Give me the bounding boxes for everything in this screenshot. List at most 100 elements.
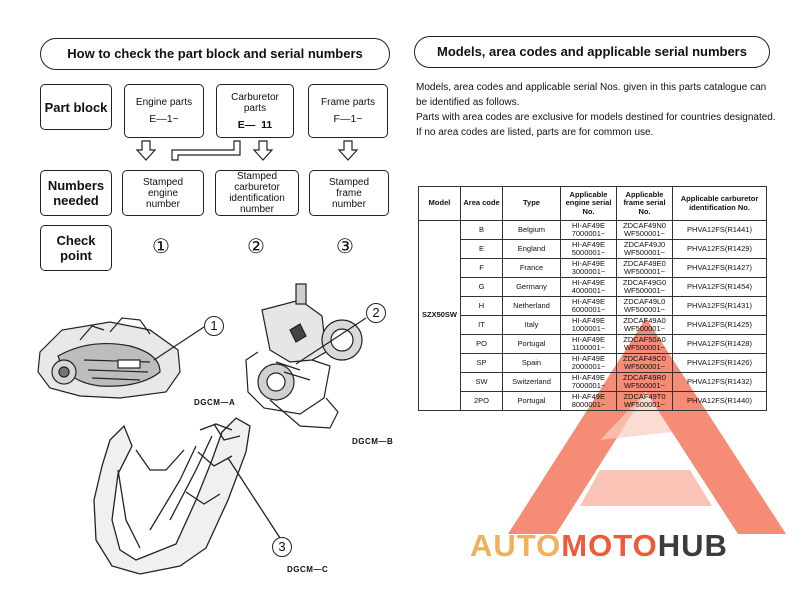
engine-serial-cell-line: HI-AF49E — [572, 277, 605, 287]
watermark-logo-icon — [508, 318, 786, 534]
engine-serial-cell-line: HI-AF49E — [572, 296, 605, 306]
engine-serial-cell-line: 6000001~ — [571, 305, 606, 314]
callout-2: 2 — [366, 303, 386, 323]
type-cell: Germany — [502, 277, 561, 297]
watermark-brand: AUTOMOTOHUB — [470, 528, 728, 564]
header-carburetor-id: Applicable carburetor identification No. — [672, 186, 767, 221]
left-section-title: How to check the part block and serial n… — [40, 38, 390, 70]
carburetor-id-cell: PHVA12FS(R1429) — [672, 239, 767, 259]
row-header-part-block-label: Part block — [44, 99, 108, 115]
engine-serial-cell-line: 7000001~ — [571, 381, 606, 390]
header-model: Model — [418, 186, 461, 221]
area-code-cell: E — [460, 239, 503, 259]
engine-serial-cell-line: HI-AF49E — [572, 391, 605, 401]
frame-serial-cell-line: WF500001~ — [623, 286, 666, 295]
engine-serial-cell-line: HI-AF49E — [572, 220, 605, 230]
frame-serial-cell-line: WF500001~ — [623, 381, 666, 390]
watermark-auto: AUTO — [470, 528, 562, 563]
engine-serial-cell-line: 1100001~ — [571, 343, 606, 352]
engine-serial-cell-line: 8000001~ — [571, 400, 606, 409]
carburetor-parts-code: E— 11 — [237, 118, 273, 131]
part-block-carburetor: Carburetor parts E— 11 — [216, 84, 294, 138]
engine-serial-cell-line: HI-AF49E — [572, 239, 605, 249]
area-code-cell: H — [460, 296, 503, 316]
frame-serial-cell-line: WF500001~ — [623, 400, 666, 409]
intro-text: Models, area codes and applicable serial… — [416, 80, 776, 140]
frame-drawing-icon — [93, 417, 251, 575]
carburetor-id-cell: PHVA12FS(R1428) — [672, 334, 767, 354]
area-code-cell: 2PO — [460, 391, 503, 411]
numbers-carburetor: Stamped carburetor identification number — [215, 170, 299, 216]
table-header-row: Model Area code Type Applicable engine s… — [418, 186, 767, 221]
carburetor-id-cell: PHVA12FS(R1432) — [672, 372, 767, 392]
carburetor-id-cell: PHVA12FS(R1427) — [672, 258, 767, 278]
carburetor-id-cell: PHVA12FS(R1426) — [672, 353, 767, 373]
callout-1: 1 — [204, 316, 224, 336]
caption-dgcm-a: DGCM—A — [194, 398, 236, 407]
engine-serial-cell-line: 1000001~ — [571, 324, 606, 333]
flow-arrow-engine-icon — [135, 140, 157, 161]
numbers-frame-text: Stamped frame number — [328, 176, 370, 210]
row-header-part-block: Part block — [40, 84, 112, 130]
carburetor-id-cell: PHVA12FS(R1440) — [672, 391, 767, 411]
type-cell: France — [502, 258, 561, 278]
frame-serial-cell-line: ZDCAF49R0 — [623, 372, 666, 382]
engine-parts-label: Engine parts — [135, 97, 193, 108]
check-point-1: ① — [152, 236, 170, 258]
frame-serial-cell-line: WF500001~ — [623, 343, 666, 352]
engine-serial-cell-line: HI-AF49E — [572, 258, 605, 268]
carburetor-id-cell: PHVA12FS(R1454) — [672, 277, 767, 297]
carburetor-id-cell: PHVA12FS(R1431) — [672, 296, 767, 316]
frame-serial-cell-line: ZDCAF49T0 — [623, 391, 666, 401]
numbers-engine-text: Stamped engine number — [142, 176, 184, 210]
frame-serial-cell-line: WF500001~ — [623, 229, 666, 238]
engine-serial-cell-line: 5000001~ — [571, 248, 606, 257]
type-cell: Netherland — [502, 296, 561, 316]
engine-serial-cell-line: 3000001~ — [571, 267, 606, 276]
frame-serial-cell-line: ZDCAF49J0 — [623, 239, 666, 249]
area-code-cell: SW — [460, 372, 503, 392]
area-code-cell: IT — [460, 315, 503, 335]
area-code-cell: F — [460, 258, 503, 278]
engine-serial-cell-line: HI-AF49E — [572, 334, 605, 344]
type-cell: England — [502, 239, 561, 259]
row-header-check-point-label: Check point — [56, 233, 96, 263]
header-frame-serial: Applicable frame serial No. — [616, 186, 673, 221]
part-block-engine: Engine parts E—1~ — [124, 84, 204, 138]
engine-serial-cell-line: 4000001~ — [571, 286, 606, 295]
type-cell: Italy — [502, 315, 561, 335]
area-code-cell: G — [460, 277, 503, 297]
type-cell: Belgium — [502, 220, 561, 240]
type-cell: Portugal — [502, 334, 561, 354]
row-header-numbers-needed: Numbers needed — [40, 170, 112, 216]
flow-arrow-frame-icon — [337, 140, 359, 161]
row-header-numbers-needed-label: Numbers needed — [47, 178, 105, 208]
engine-serial-cell-line: 2000001~ — [571, 362, 606, 371]
frame-serial-cell-line: WF500001~ — [623, 305, 666, 314]
numbers-carburetor-text: Stamped carburetor identification number — [229, 171, 285, 215]
caption-dgcm-b: DGCM—B — [352, 437, 394, 446]
intro-paragraph-2: Parts with area codes are exclusive for … — [416, 112, 776, 123]
carburetor-id-cell: PHVA12FS(R1441) — [672, 220, 767, 240]
type-cell: Portugal — [502, 391, 561, 411]
carburetor-id-cell: PHVA12FS(R1425) — [672, 315, 767, 335]
numbers-frame: Stamped frame number — [309, 170, 389, 216]
